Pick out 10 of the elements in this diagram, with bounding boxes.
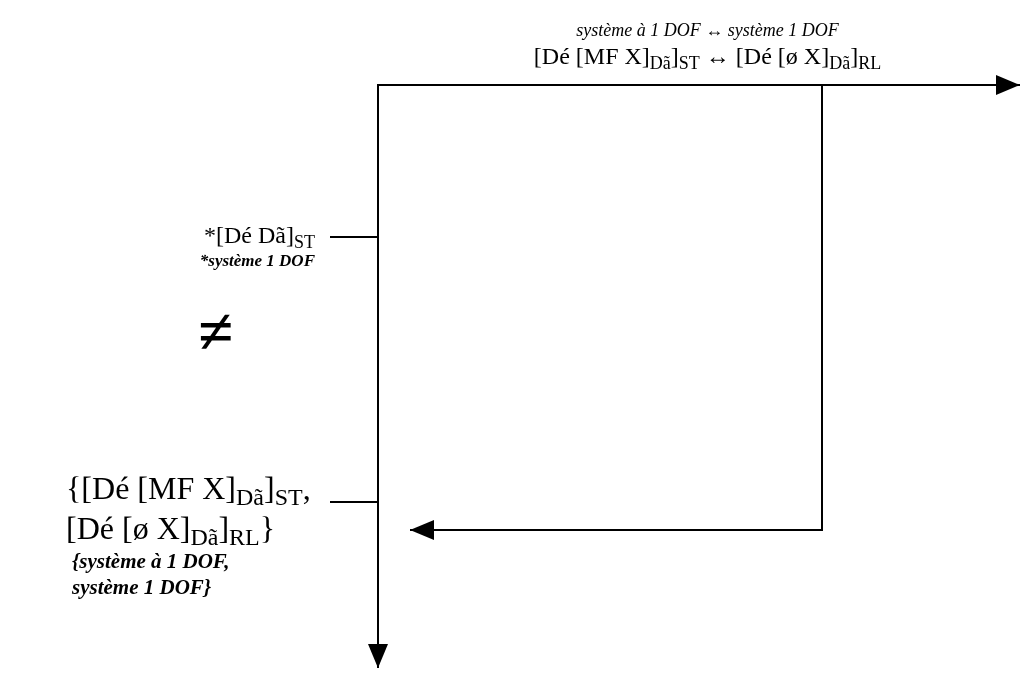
gloss-text: {système à 1 DOF, système 1 DOF} [71, 548, 231, 601]
not-equal-symbol: ≠ [198, 300, 234, 364]
arrow [409, 84, 823, 540]
connector-line [329, 501, 379, 503]
formula-text: {[Dé [MF X]$_{Dã}$]$_{ST}$, [Dé [ø X]$_{Dã}$]$_{RL}$} [66, 469, 312, 548]
arrow [329, 236, 388, 669]
gloss-text: *système 1 DOF [199, 250, 315, 272]
gloss-text: système à 1 DOF ↔ système 1 DOF [576, 18, 839, 41]
formula-text: [Dé [MF X]$_{Dã}$]$_{ST}$ ↔ [Dé [ø X]$_{Dã}$]$_{RL}$ [533, 42, 882, 71]
formula-text: *[Dé Dã]$_{ST}$ [204, 221, 315, 250]
